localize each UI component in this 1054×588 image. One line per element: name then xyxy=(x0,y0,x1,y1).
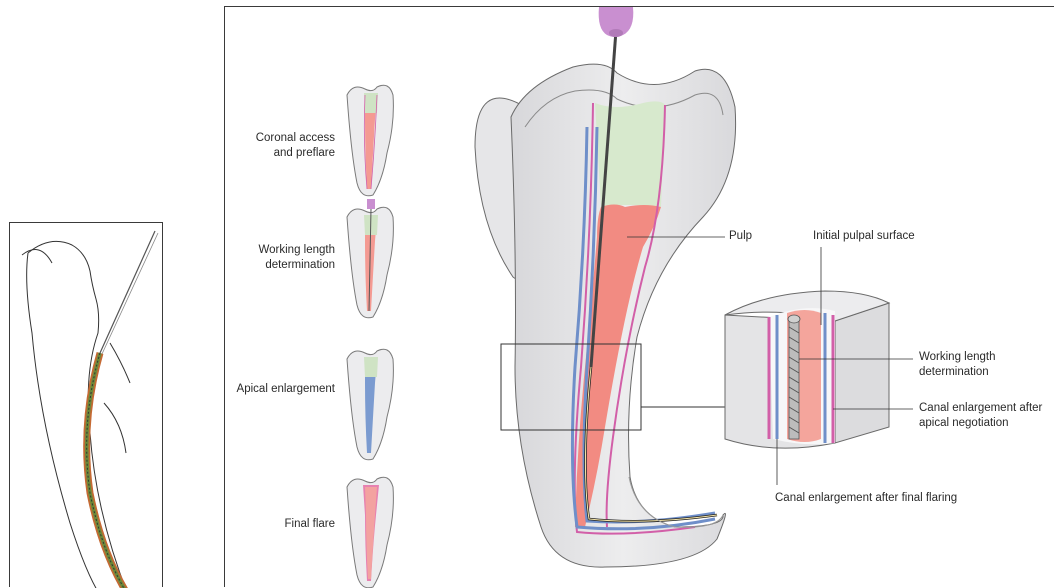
step-label-final-flare: Final flare xyxy=(225,517,335,532)
label-initial-pulpal-surface: Initial pulpal surface xyxy=(813,229,915,244)
step-thumbnail-coronal-access xyxy=(347,85,393,196)
label-pulp: Pulp xyxy=(729,229,752,244)
canal-cylinder-detail xyxy=(725,291,889,448)
label-canal-enlargement-final: Canal enlargement after final flaring xyxy=(775,491,957,506)
main-illustration-panel: Coronal access and preflare Working leng… xyxy=(224,6,1054,587)
step-thumbnail-apical-enlargement xyxy=(347,349,393,460)
step-thumbnail-final-flare xyxy=(347,477,393,588)
left-tooth-outline-drawing xyxy=(10,223,164,588)
label-working-length: Working length determination xyxy=(919,350,996,380)
step-thumbnail-working-length xyxy=(347,199,393,318)
step-label-working-length: Working length determination xyxy=(225,243,335,273)
step-label-coronal-access: Coronal access and preflare xyxy=(225,131,335,161)
label-canal-enlargement-apical: Canal enlargement after apical negotiati… xyxy=(919,401,1042,431)
left-tooth-outline-panel xyxy=(9,222,163,587)
large-tooth-cross-section xyxy=(475,7,736,567)
step-label-apical-enlargement: Apical enlargement xyxy=(225,382,335,397)
